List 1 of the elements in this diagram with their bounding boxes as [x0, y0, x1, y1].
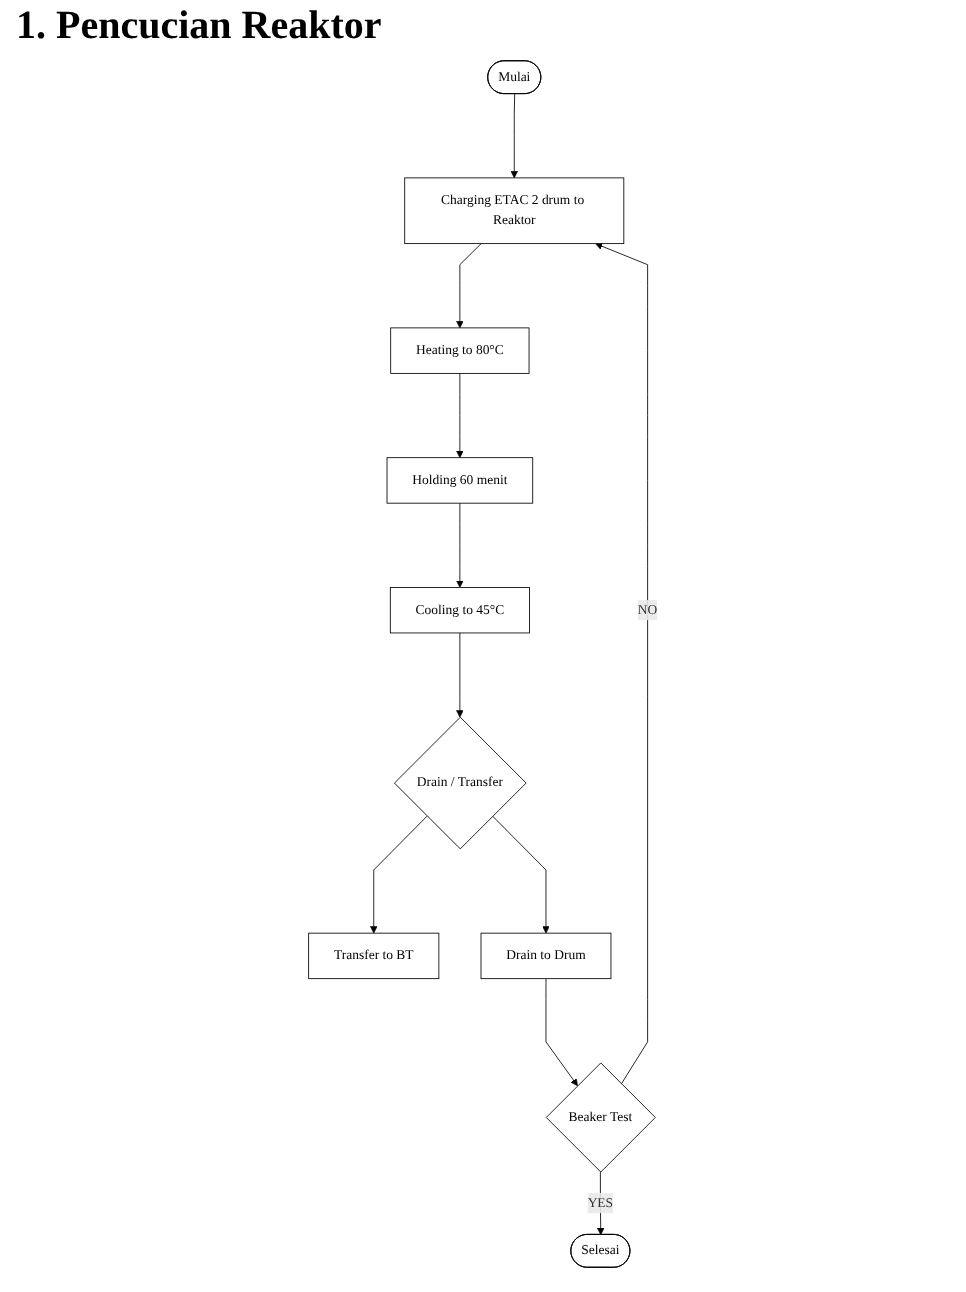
diagram-title: 1. Pencucian Reaktor — [14, 2, 384, 52]
